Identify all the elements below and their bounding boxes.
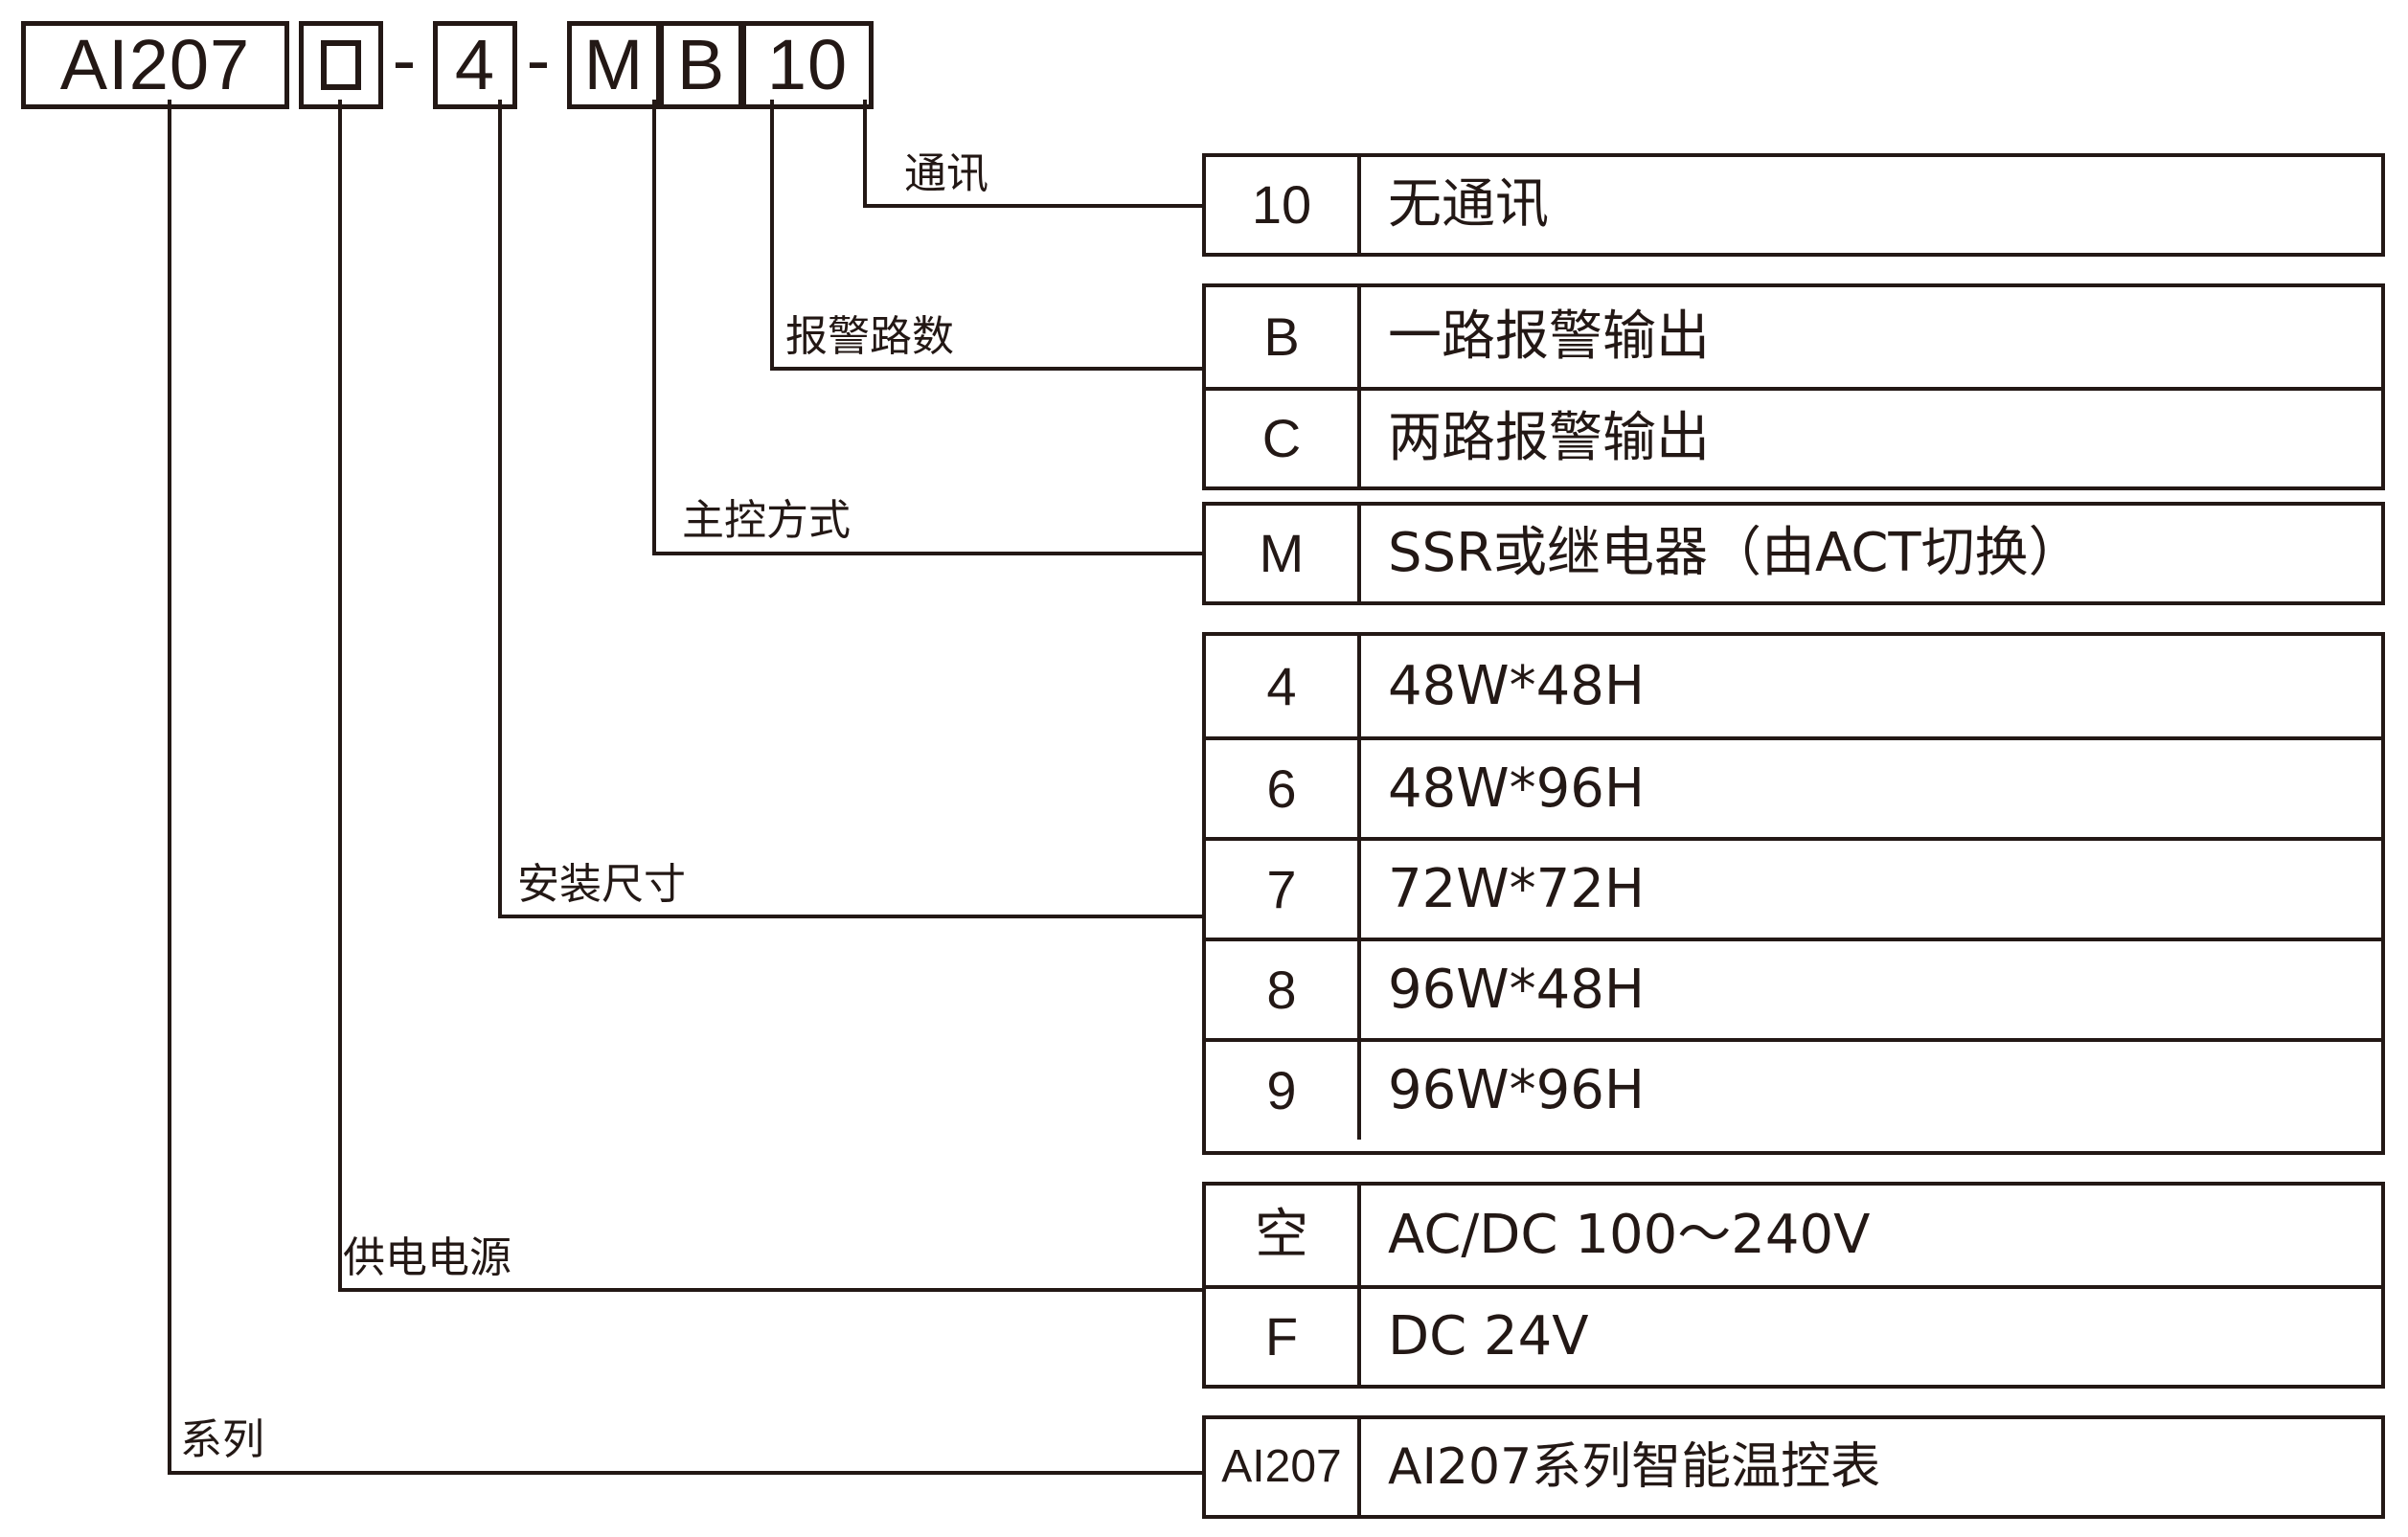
table-cell-code: C	[1206, 391, 1361, 486]
code-box-communication: 10	[741, 21, 874, 109]
table-cell-desc: 无通讯	[1388, 173, 1549, 236]
table-cell-code: M	[1206, 506, 1361, 601]
leader-label-series: 系列	[180, 1415, 264, 1464]
table-cell-code: 4	[1206, 636, 1361, 736]
table-group-alarm-channels: B 一路报警输出 C 两路报警输出	[1202, 283, 2385, 490]
code-separator-1: -	[381, 21, 427, 100]
leader-line-communication-horizontal	[863, 204, 1204, 208]
table-group-series: AI207 AI207系列智能温控表	[1202, 1415, 2385, 1519]
code-box-size: 4	[433, 21, 517, 109]
table-cell-code: 10	[1206, 157, 1361, 253]
table-row: 7 72W*72H	[1206, 837, 2381, 938]
table-row: F DC 24V	[1206, 1285, 2381, 1385]
table-cell-code: 8	[1206, 941, 1361, 1038]
blank-square-icon	[321, 40, 361, 90]
table-group-mounting-size: 4 48W*48H 6 48W*96H 7 72W*72H 8 96W*48H …	[1202, 632, 2385, 1155]
code-box-series-label: AI207	[59, 25, 251, 104]
table-cell-desc: SSR或继电器（由ACT切换）	[1388, 522, 2082, 584]
leader-line-size-horizontal	[498, 915, 1204, 918]
table-cell-desc: 48W*96H	[1388, 757, 1645, 820]
table-cell-desc: 96W*48H	[1388, 958, 1645, 1021]
table-cell-code: 7	[1206, 841, 1361, 938]
leader-label-alarm-channels: 报警路数	[785, 312, 954, 361]
table-cell-code: F	[1206, 1289, 1361, 1385]
leader-line-alarm-horizontal	[770, 367, 1204, 371]
table-group-communication: 10 无通讯	[1202, 153, 2385, 257]
leader-label-control-mode: 主控方式	[682, 496, 851, 545]
table-group-power-supply: 空 AC/DC 100～240V F DC 24V	[1202, 1182, 2385, 1389]
leader-line-control-mode-vertical	[652, 100, 656, 555]
leader-line-control-mode-horizontal	[652, 552, 1204, 555]
code-separator-1-label: -	[392, 20, 417, 100]
code-box-control-mode-label: M	[583, 25, 645, 104]
table-cell-code: 6	[1206, 740, 1361, 837]
table-cell-desc: AI207系列智能温控表	[1388, 1438, 1881, 1496]
leader-line-power-vertical	[338, 100, 342, 1292]
table-cell-desc: DC 24V	[1388, 1305, 1589, 1367]
leader-label-communication: 通讯	[904, 149, 988, 198]
table-cell-desc: 72W*72H	[1388, 857, 1645, 920]
table-cell-code: B	[1206, 287, 1361, 387]
leader-line-alarm-vertical	[770, 100, 774, 371]
table-row: 10 无通讯	[1206, 157, 2381, 253]
table-cell-desc: AC/DC 100～240V	[1388, 1204, 1871, 1266]
table-row: 4 48W*48H	[1206, 636, 2381, 736]
table-row: B 一路报警输出	[1206, 287, 2381, 387]
leader-line-series-horizontal	[168, 1471, 1204, 1475]
leader-line-power-horizontal	[338, 1288, 1204, 1292]
table-row: M SSR或继电器（由ACT切换）	[1206, 506, 2381, 601]
table-group-control-mode: M SSR或继电器（由ACT切换）	[1202, 502, 2385, 605]
table-cell-code: AI207	[1206, 1419, 1361, 1515]
leader-label-power-supply: 供电电源	[343, 1233, 511, 1282]
code-box-alarm: B	[659, 21, 743, 109]
leader-line-communication-vertical	[863, 100, 867, 208]
table-row: AI207 AI207系列智能温控表	[1206, 1419, 2381, 1515]
table-cell-code: 空	[1206, 1186, 1361, 1285]
code-separator-2: -	[515, 21, 561, 100]
table-row: 9 96W*96H	[1206, 1038, 2381, 1140]
table-cell-code: 9	[1206, 1042, 1361, 1140]
table-row: 6 48W*96H	[1206, 736, 2381, 837]
code-separator-2-label: -	[526, 20, 551, 100]
leader-line-series-vertical	[168, 100, 171, 1475]
table-row: C 两路报警输出	[1206, 387, 2381, 486]
code-box-series: AI207	[21, 21, 289, 109]
table-row: 8 96W*48H	[1206, 938, 2381, 1038]
table-cell-desc: 两路报警输出	[1388, 407, 1710, 469]
code-box-control-mode: M	[567, 21, 661, 109]
code-box-power	[299, 21, 383, 109]
table-cell-desc: 一路报警输出	[1388, 305, 1710, 368]
table-row: 空 AC/DC 100～240V	[1206, 1186, 2381, 1285]
table-cell-desc: 96W*96H	[1388, 1059, 1645, 1121]
code-box-size-label: 4	[454, 25, 496, 104]
code-box-alarm-label: B	[676, 25, 726, 104]
leader-line-size-vertical	[498, 100, 502, 918]
table-cell-desc: 48W*48H	[1388, 654, 1645, 717]
leader-label-mounting-size: 安装尺寸	[517, 860, 686, 909]
code-box-communication-label: 10	[766, 25, 849, 104]
